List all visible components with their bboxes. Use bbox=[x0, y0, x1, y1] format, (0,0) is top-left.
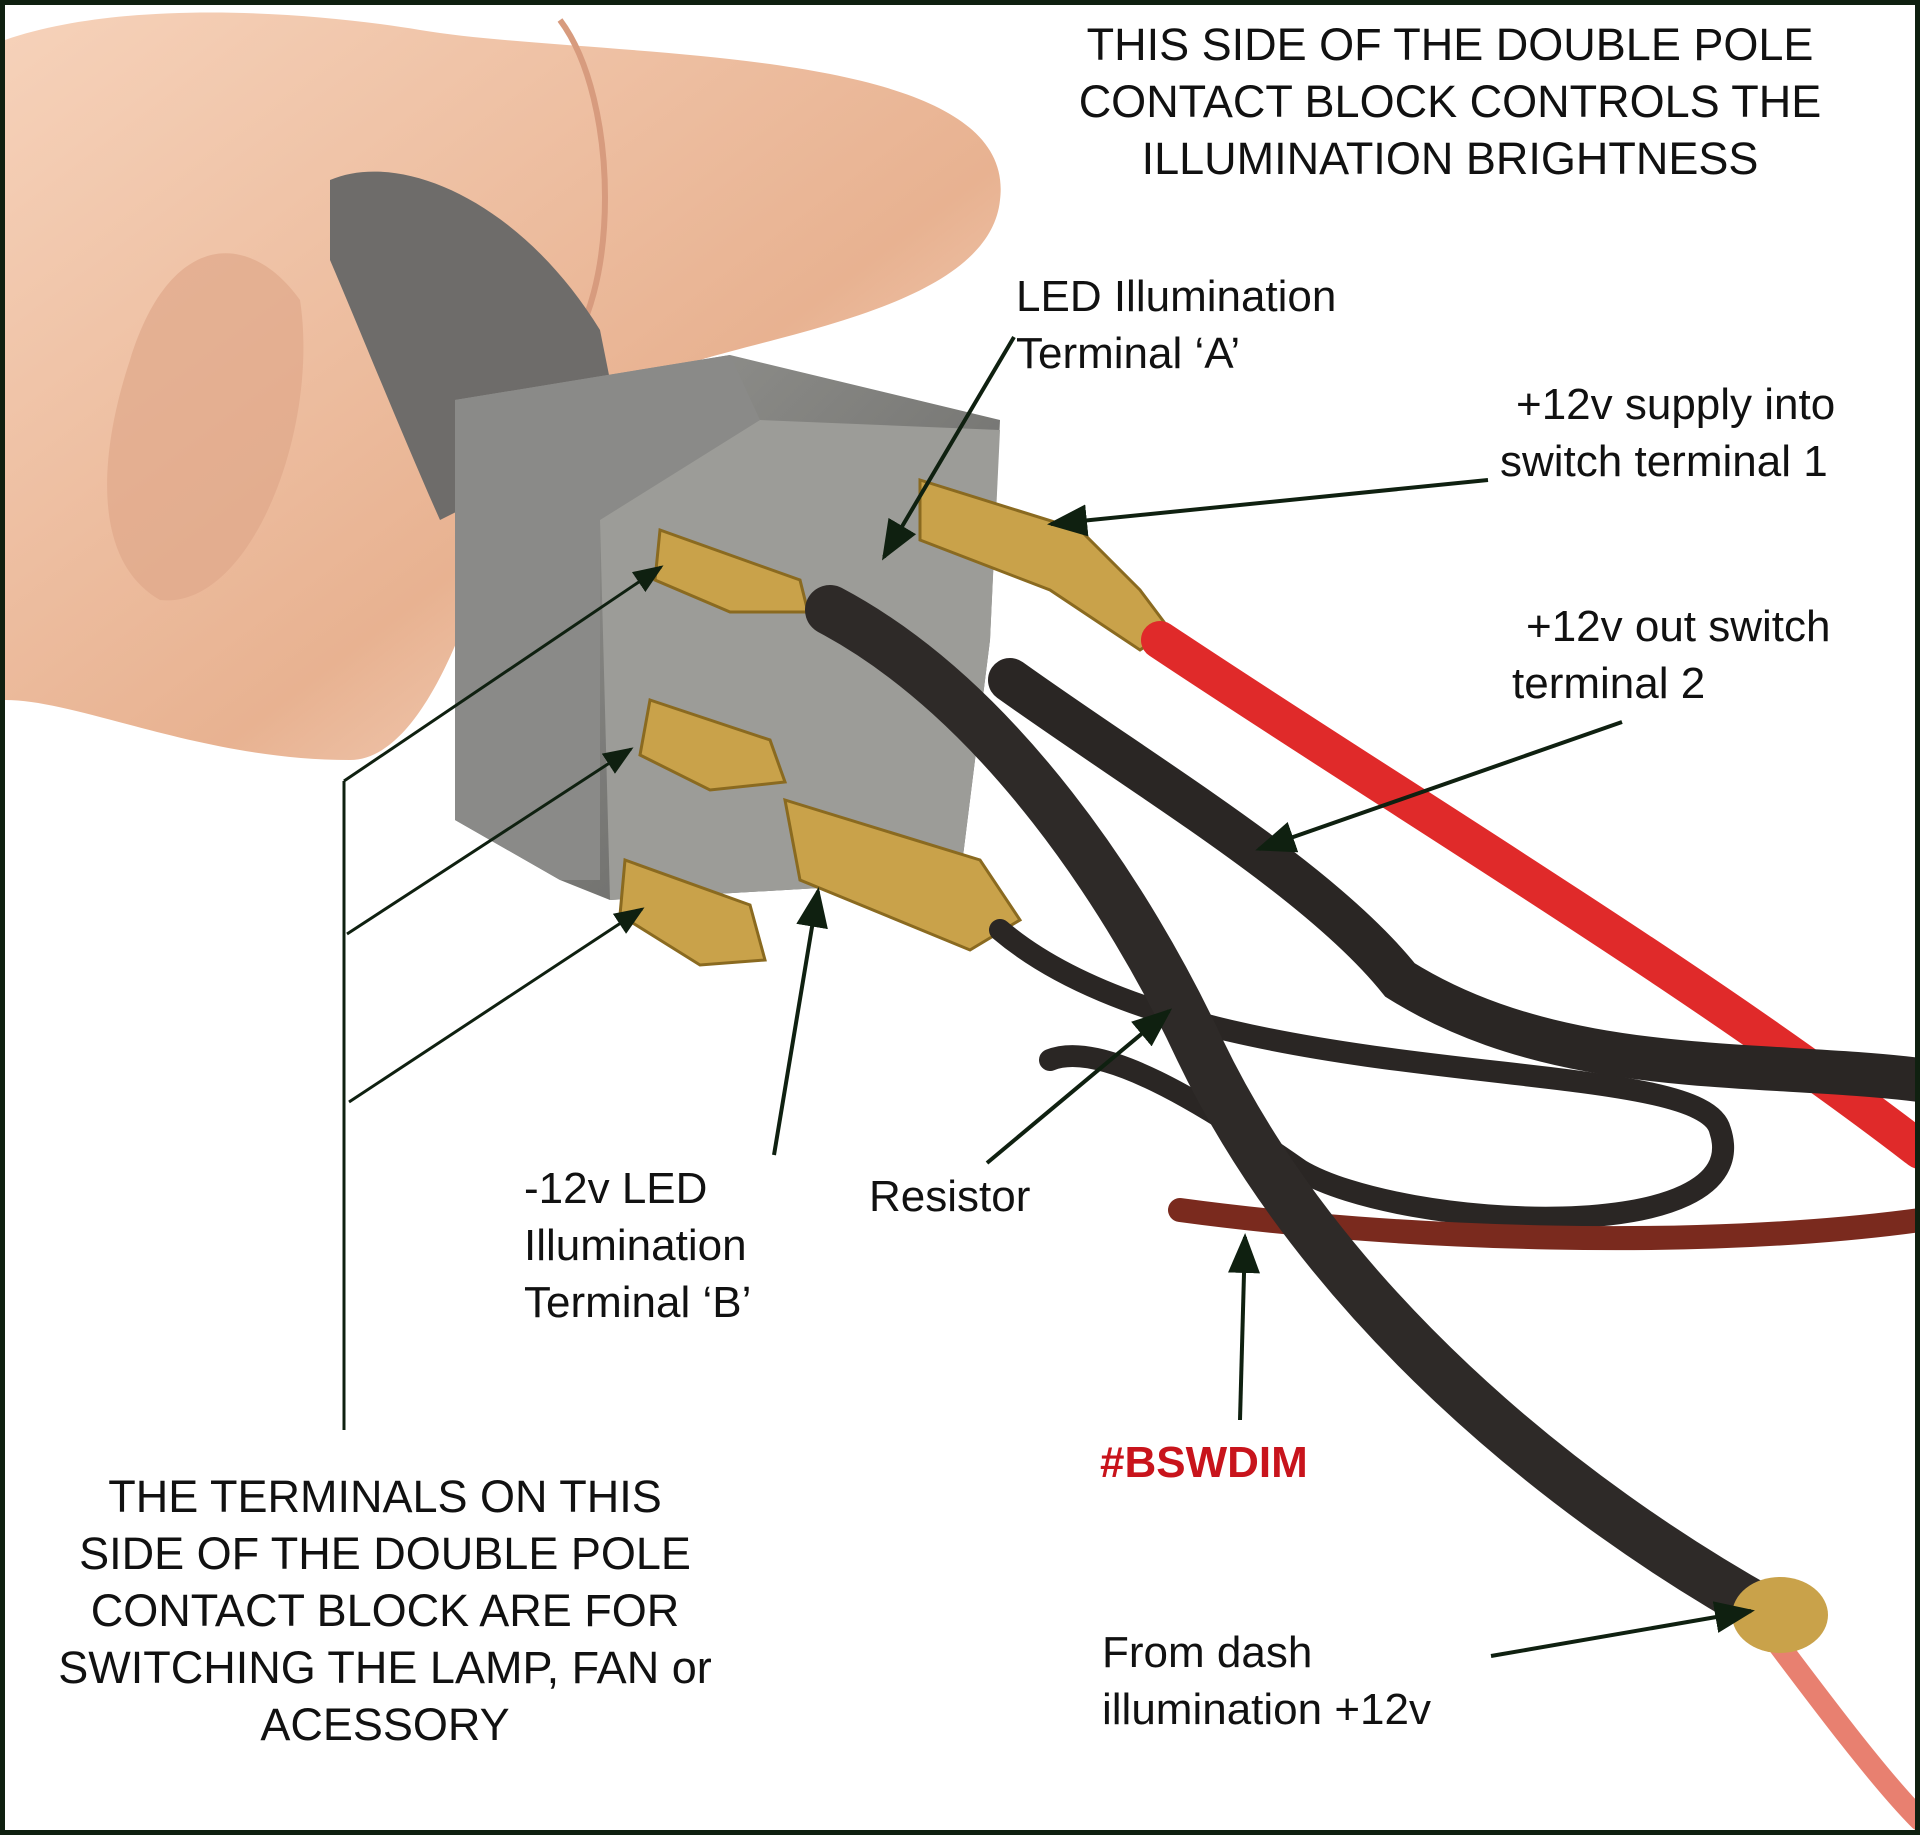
arrow-terminal-3 bbox=[348, 907, 645, 1104]
label-line: -12v LED bbox=[524, 1164, 708, 1213]
label-line: Terminal ‘B’ bbox=[524, 1278, 752, 1327]
bottom-note-line: SWITCHING THE LAMP, FAN or bbox=[58, 1642, 712, 1693]
label-line: From dash bbox=[1102, 1628, 1313, 1677]
label-dash: From dash illumination +12v bbox=[1102, 1624, 1431, 1738]
arrow-terminal-b bbox=[772, 887, 828, 1156]
arrow-supply-in bbox=[1047, 478, 1489, 537]
arrow-dash bbox=[1490, 1601, 1755, 1658]
wire-end-ferrule bbox=[1732, 1577, 1828, 1653]
bottom-note-line: SIDE OF THE DOUBLE POLE bbox=[79, 1528, 691, 1579]
label-line: +12v out switch bbox=[1526, 602, 1831, 651]
arrow-out bbox=[1255, 720, 1623, 853]
top-note-line: CONTACT BLOCK CONTROLS THE bbox=[1078, 76, 1822, 127]
bottom-note-line: ACESSORY bbox=[260, 1699, 510, 1750]
label-line: Illumination bbox=[524, 1221, 747, 1270]
arrow-terminal-a bbox=[881, 335, 1016, 561]
label-line: terminal 2 bbox=[1512, 659, 1706, 708]
label-out: +12v out switch terminal 2 bbox=[1512, 598, 1831, 712]
label-terminal-a: LED Illumination Terminal ‘A’ bbox=[1016, 268, 1336, 382]
hashtag-bswdim: #BSWDIM bbox=[1100, 1438, 1308, 1487]
label-line: Terminal ‘A’ bbox=[1016, 329, 1241, 378]
label-resistor: Resistor bbox=[869, 1172, 1031, 1221]
arrow-resistor bbox=[985, 1008, 1173, 1165]
arrow-terminal-1 bbox=[343, 565, 664, 783]
arrow-terminal-2 bbox=[346, 747, 634, 936]
bottom-note-line: THE TERMINALS ON THIS bbox=[108, 1471, 662, 1522]
wires bbox=[805, 585, 1920, 1831]
label-line: switch terminal 1 bbox=[1500, 437, 1828, 486]
arrow-bswdim bbox=[1228, 1233, 1261, 1421]
top-note: THIS SIDE OF THE DOUBLE POLE CONTACT BLO… bbox=[1010, 16, 1890, 187]
bottom-note: THE TERMINALS ON THIS SIDE OF THE DOUBLE… bbox=[20, 1468, 750, 1753]
brass-terminals bbox=[618, 477, 1173, 967]
label-terminal-b: -12v LED Illumination Terminal ‘B’ bbox=[524, 1160, 751, 1331]
top-note-line: ILLUMINATION BRIGHTNESS bbox=[1141, 133, 1759, 184]
label-line: +12v supply into bbox=[1516, 380, 1836, 429]
annotation-arrows bbox=[342, 335, 1755, 1658]
top-note-line: THIS SIDE OF THE DOUBLE POLE bbox=[1086, 19, 1814, 70]
bottom-note-line: CONTACT BLOCK ARE FOR bbox=[90, 1585, 680, 1636]
label-line: illumination +12v bbox=[1102, 1685, 1431, 1734]
label-line: LED Illumination bbox=[1016, 272, 1337, 321]
switch-body bbox=[455, 355, 1000, 900]
label-supply-in: +12v supply into switch terminal 1 bbox=[1500, 376, 1835, 490]
